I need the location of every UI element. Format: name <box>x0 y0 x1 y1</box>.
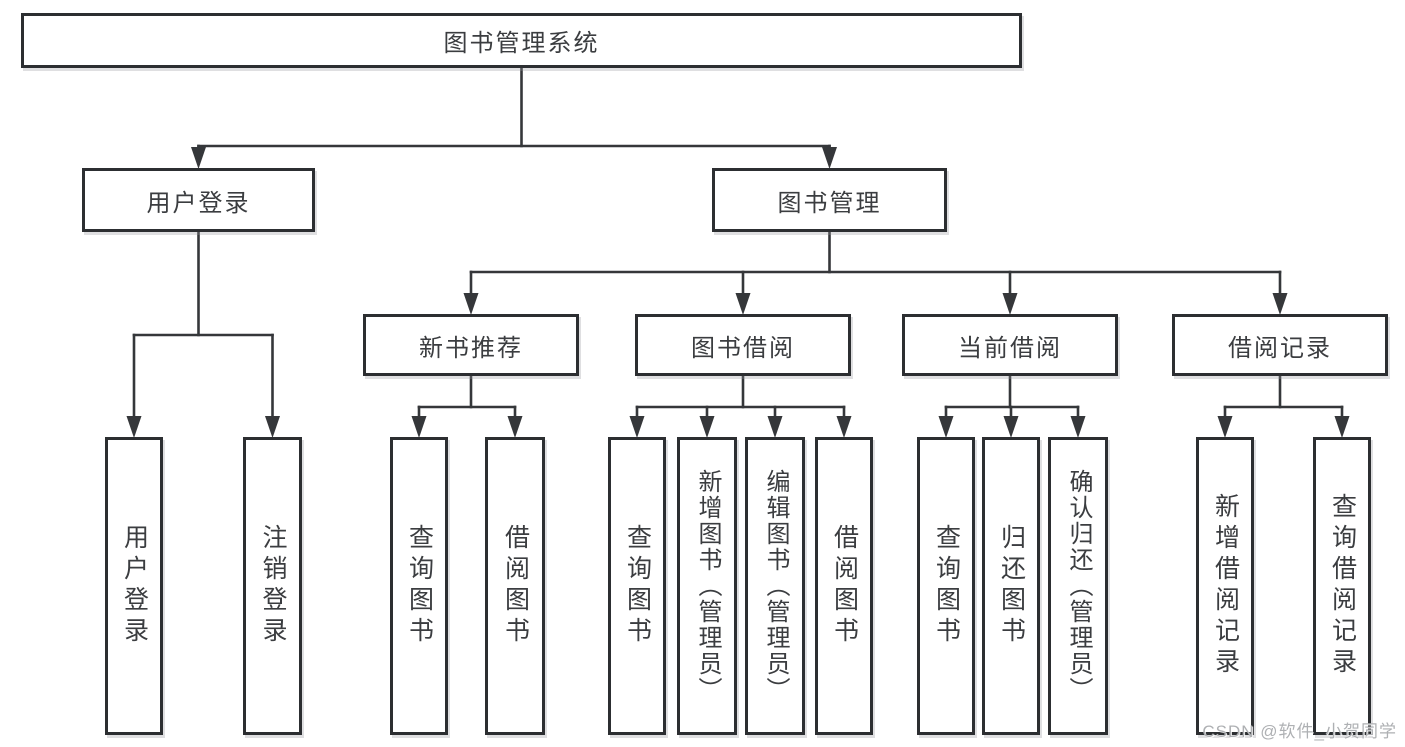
node-leaf-query-books-3: 查询图书 <box>917 437 975 735</box>
node-label: 注销登录 <box>259 524 287 648</box>
node-new-books: 新书推荐 <box>363 314 579 376</box>
node-leaf-user-login: 用户登录 <box>105 437 163 735</box>
node-label: 确认归还（管理员） <box>1065 469 1092 703</box>
node-label: 查询图书 <box>405 524 434 648</box>
node-label: 新增借阅记录 <box>1211 493 1240 679</box>
node-label: 查询借阅记录 <box>1328 493 1357 679</box>
node-leaf-query-books-1: 查询图书 <box>390 437 448 735</box>
node-label: 新增图书（管理员） <box>694 469 721 703</box>
node-leaf-query-books-2: 查询图书 <box>608 437 666 735</box>
node-book-borrow: 图书借阅 <box>635 314 851 376</box>
node-label: 查询图书 <box>932 524 961 648</box>
node-root: 图书管理系统 <box>21 13 1022 68</box>
node-label: 查询图书 <box>623 524 652 648</box>
node-leaf-add-borrow-record: 新增借阅记录 <box>1196 437 1254 735</box>
node-book-mgmt: 图书管理 <box>712 168 947 232</box>
node-leaf-add-books: 新增图书（管理员） <box>677 437 737 735</box>
node-leaf-query-borrow-record: 查询借阅记录 <box>1313 437 1371 735</box>
node-leaf-return-books: 归还图书 <box>982 437 1040 735</box>
node-label: 借阅图书 <box>830 524 859 648</box>
node-leaf-edit-books: 编辑图书（管理员） <box>745 437 805 735</box>
node-leaf-logout: 注销登录 <box>243 437 302 735</box>
node-leaf-borrow-books-2: 借阅图书 <box>815 437 873 735</box>
node-leaf-confirm-return: 确认归还（管理员） <box>1048 437 1108 735</box>
watermark-text: CSDN @软件_小贺同学 <box>1202 722 1397 741</box>
node-user-login: 用户登录 <box>82 168 315 232</box>
node-label: 用户登录 <box>120 524 149 648</box>
node-leaf-borrow-books-1: 借阅图书 <box>485 437 545 735</box>
node-label: 归还图书 <box>997 524 1026 648</box>
node-borrow-records: 借阅记录 <box>1172 314 1388 376</box>
node-label: 借阅图书 <box>501 524 530 648</box>
node-label: 编辑图书（管理员） <box>762 469 789 703</box>
node-current-borrow: 当前借阅 <box>902 314 1118 376</box>
